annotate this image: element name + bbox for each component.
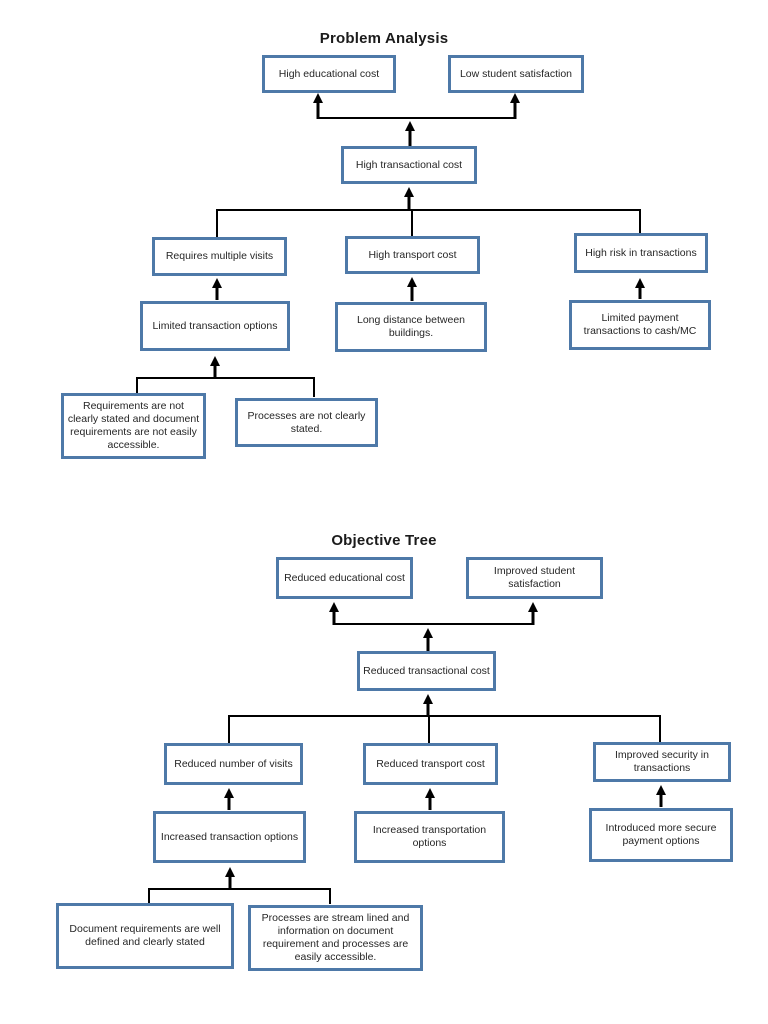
problem-node-high-transactional-cost: High transactional cost (341, 146, 477, 184)
problem-node-requirements-not-clearly-stated: Requirements are not clearly stated and … (61, 393, 206, 459)
objective-node-improved-student-satisfaction: Improved student satisfaction (466, 557, 603, 599)
objective-node-increased-transaction-options: Increased transaction options (153, 811, 306, 863)
objective-node-reduced-educational-cost: Reduced educational cost (276, 557, 413, 599)
objective-node-improved-security-in-transactions: Improved security in transactions (593, 742, 731, 782)
problem-node-low-student-satisfaction: Low student satisfaction (448, 55, 584, 93)
problem-node-limited-payment-transactions: Limited payment transactions to cash/MC (569, 300, 711, 350)
problem-node-high-transport-cost: High transport cost (345, 236, 480, 274)
objective-tree-title: Objective Tree (331, 532, 437, 549)
objective-node-reduced-transport-cost: Reduced transport cost (363, 743, 498, 785)
objective-node-introduced-more-secure-payment-options: Introduced more secure payment options (589, 808, 733, 862)
problem-analysis-title: Problem Analysis (319, 30, 449, 47)
objective-node-reduced-transactional-cost: Reduced transactional cost (357, 651, 496, 691)
objective-node-document-requirements-well-defined: Document requirements are well defined a… (56, 903, 234, 969)
problem-node-requires-multiple-visits: Requires multiple visits (152, 237, 287, 276)
problem-node-processes-not-clearly-stated: Processes are not clearly stated. (235, 398, 378, 447)
objective-node-reduced-number-of-visits: Reduced number of visits (164, 743, 303, 785)
problem-node-limited-transaction-options: Limited transaction options (140, 301, 290, 351)
problem-node-long-distance-between-buildings: Long distance between buildings. (335, 302, 487, 352)
problem-node-high-risk-in-transactions: High risk in transactions (574, 233, 708, 273)
objective-node-processes-streamlined: Processes are stream lined and informati… (248, 905, 423, 971)
objective-node-increased-transportation-options: Increased transportation options (354, 811, 505, 863)
problem-node-high-educational-cost: High educational cost (262, 55, 396, 93)
